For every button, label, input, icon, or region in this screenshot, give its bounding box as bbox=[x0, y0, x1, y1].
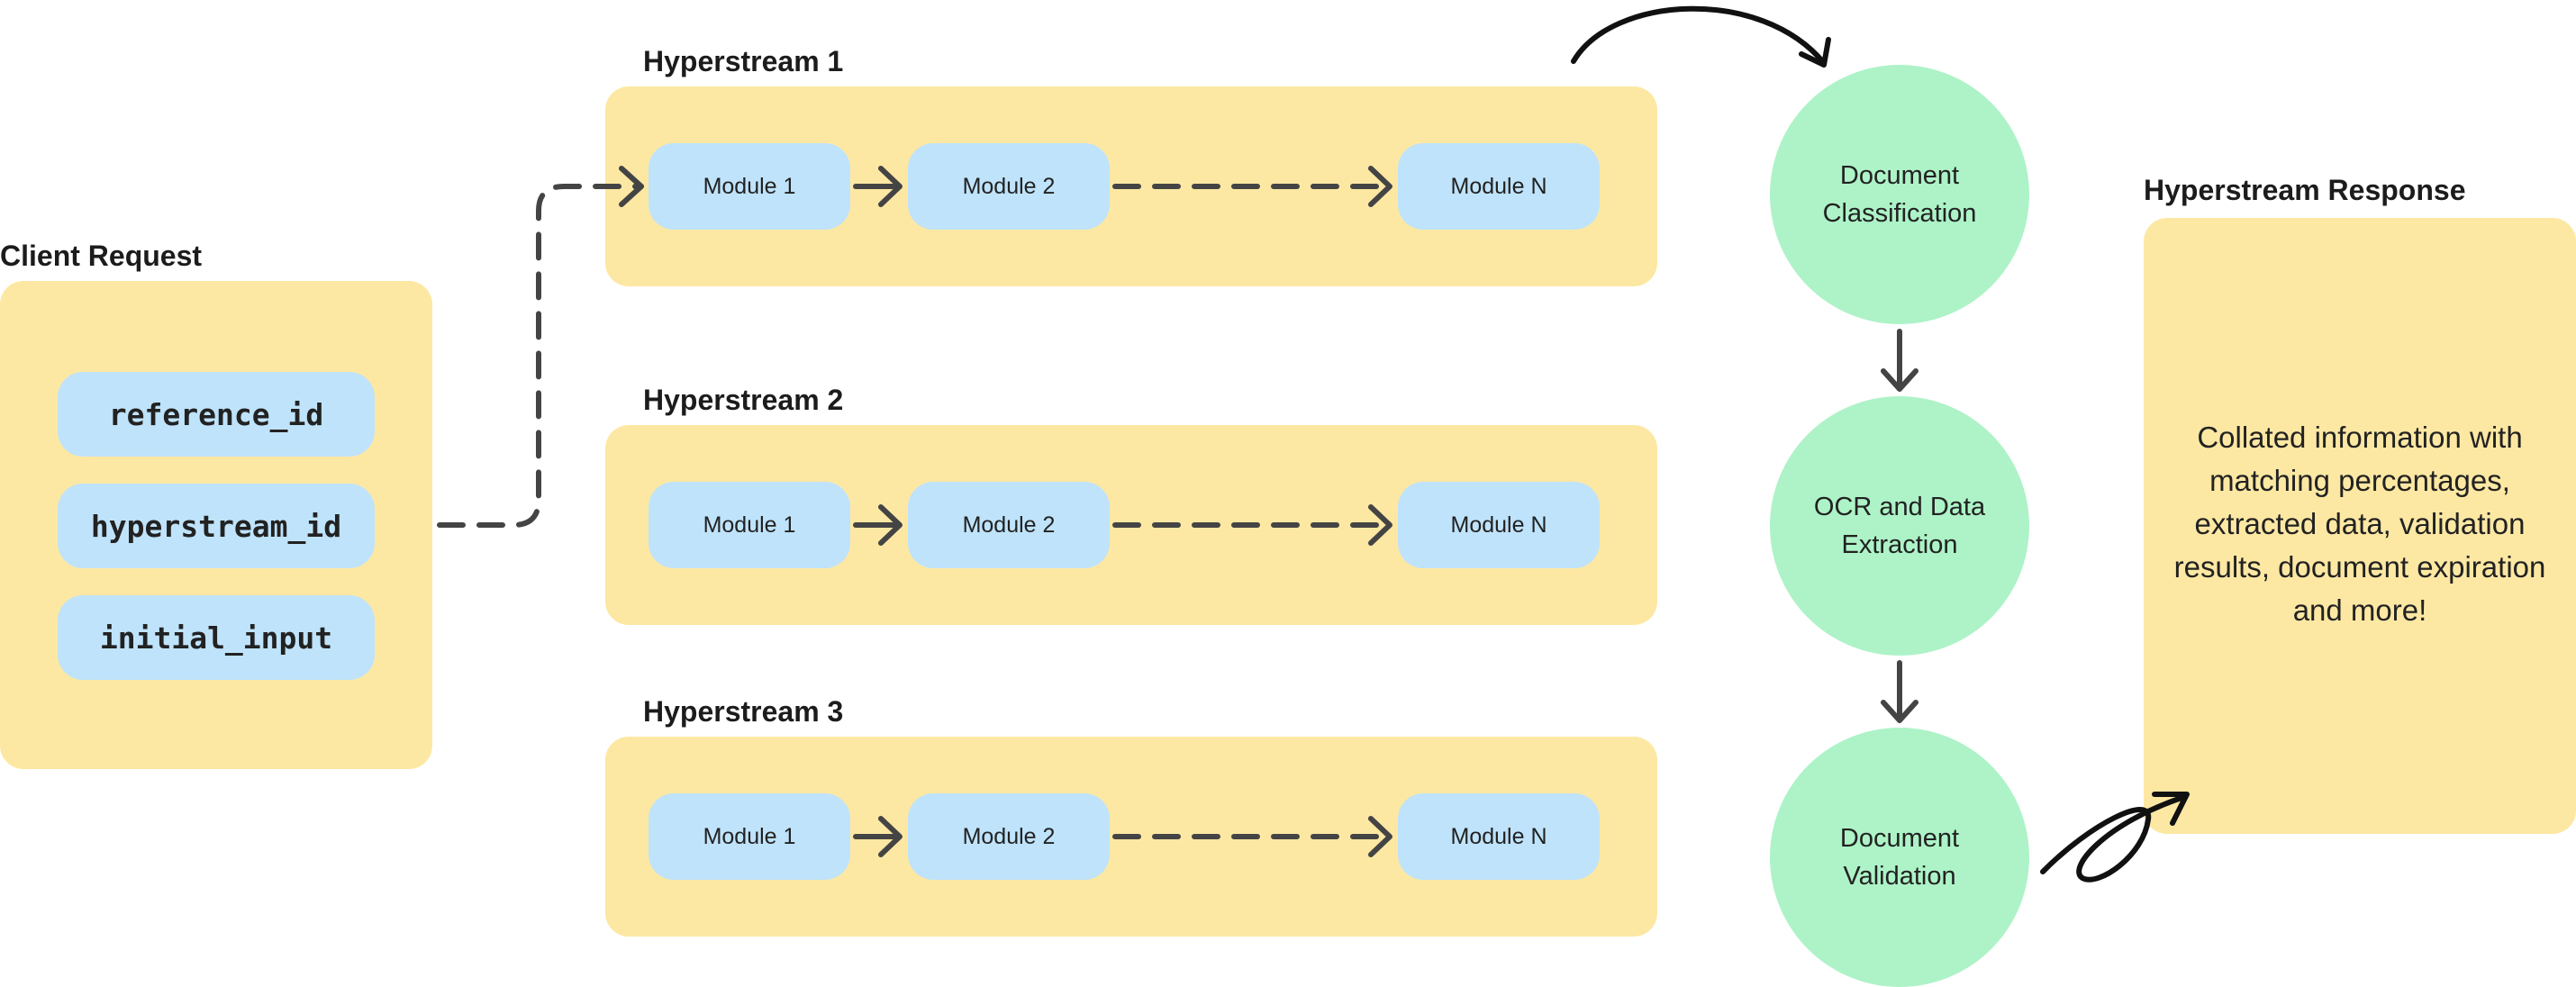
field-hyperstream-id: hyperstream_id bbox=[58, 484, 375, 568]
stage-document-validation: Document Validation bbox=[1770, 728, 2029, 987]
hyperstream-1-module-2: Module 2 bbox=[908, 143, 1110, 230]
field-initial-input: initial_input bbox=[58, 595, 375, 680]
arrowhead-h1-module1-to-module2 bbox=[878, 166, 903, 207]
hyperstream-2-module-1: Module 1 bbox=[649, 482, 850, 568]
arrowhead-classification-to-ocr bbox=[1881, 368, 1918, 392]
stage-document-classification: Document Classification bbox=[1770, 65, 2029, 324]
arrowhead-h3-module1-to-module2 bbox=[878, 816, 903, 857]
loop-arrowhead-to-response bbox=[2152, 792, 2190, 826]
hyperstream-1-module-n: Module N bbox=[1398, 143, 1600, 230]
arrowhead-ocr-to-validation bbox=[1881, 700, 1918, 723]
arrowhead-client-to-hyperstream bbox=[619, 166, 644, 207]
field-reference-id: reference_id bbox=[58, 372, 375, 457]
hyperstream-1-title: Hyperstream 1 bbox=[643, 45, 844, 77]
hyperstream-3-module-2: Module 2 bbox=[908, 793, 1110, 880]
hyperstream-3-title: Hyperstream 3 bbox=[643, 695, 844, 728]
response-panel: Collated information with matching perce… bbox=[2144, 218, 2576, 834]
response-text: Collated information with matching perce… bbox=[2173, 421, 2546, 627]
arrowhead-h3-module2-to-modulen bbox=[1368, 816, 1392, 857]
client-request-panel: reference_id hyperstream_id initial_inpu… bbox=[0, 281, 432, 769]
arrowhead-h2-module2-to-modulen bbox=[1368, 504, 1392, 546]
dashed-connector-client-to-hyperstream bbox=[437, 184, 644, 528]
response-title: Hyperstream Response bbox=[2144, 174, 2466, 206]
hyperstream-1-module-1: Module 1 bbox=[649, 143, 850, 230]
stage-label: Document Classification bbox=[1822, 160, 1977, 228]
stage-ocr-data-extraction: OCR and Data Extraction bbox=[1770, 396, 2029, 656]
stage-label: OCR and Data Extraction bbox=[1813, 492, 1986, 559]
hyperstream-2-module-n: Module N bbox=[1398, 482, 1600, 568]
hyperstream-2-title: Hyperstream 2 bbox=[643, 384, 844, 416]
client-request-title: Client Request bbox=[0, 240, 203, 272]
stage-label: Document Validation bbox=[1839, 823, 1960, 891]
hyperstream-2-module-2: Module 2 bbox=[908, 482, 1110, 568]
hyperstream-3-module-n: Module N bbox=[1398, 793, 1600, 880]
arrowhead-h1-module2-to-modulen bbox=[1368, 166, 1392, 207]
arrowhead-h2-module1-to-module2 bbox=[878, 504, 903, 546]
curved-arrow-to-classification bbox=[1571, 5, 1827, 66]
response-text-wrap: Collated information with matching perce… bbox=[2144, 218, 2576, 830]
hyperstream-3-module-1: Module 1 bbox=[649, 793, 850, 880]
loop-arrow-to-response bbox=[2040, 794, 2187, 883]
curved-arrowhead-to-classification bbox=[1799, 37, 1831, 68]
